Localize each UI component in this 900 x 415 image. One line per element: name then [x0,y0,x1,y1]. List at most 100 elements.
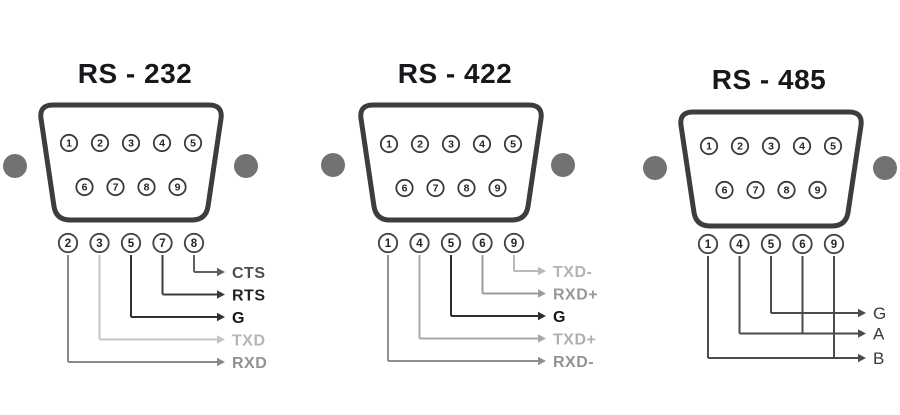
breakout-pin-number: 5 [128,238,135,250]
signal-label: G [232,310,245,327]
connector-pin [90,133,110,153]
screw-hole [873,156,897,180]
connector-pin-number: 2 [417,139,423,151]
connector-pin [715,180,734,200]
wire-arrow-icon [858,308,866,318]
connector-pin-number: 8 [464,183,470,195]
db9-connector-outline [678,109,864,229]
breakout-pin [152,232,173,254]
db9-connector-outline [38,102,224,223]
connector-pin [379,134,399,154]
connector-pin-number: 4 [479,139,485,151]
screw-hole [321,153,345,177]
breakout-pin [760,233,782,255]
wire-arrow-icon [538,289,546,298]
connector-pin-number: 6 [722,185,728,197]
connector-pin-number: 8 [144,182,150,194]
connector-pin [106,177,125,197]
breakout-pin [823,233,845,255]
breakout-pin [120,232,142,254]
connector-pin [472,134,492,154]
connector-pin [730,136,750,156]
connector-pin-number: 8 [784,185,790,197]
breakout-pin [440,232,462,254]
wire-arrow-icon [217,267,225,277]
connector-pin [808,180,827,200]
connector-pin-number: 3 [448,139,454,151]
signal-label: RTS [232,287,266,304]
connector-pin-number: 5 [510,139,516,151]
connector-pin [488,178,507,198]
breakout-pin [697,233,719,255]
breakout-pin-number: 5 [448,238,455,250]
breakout-pin-number: 9 [831,239,837,251]
signal-label: TXD [232,332,266,349]
panel-title-rs232: RS - 232 [77,58,193,89]
connector-pin-number: 5 [830,141,836,153]
connector-pin-number: 2 [97,138,103,150]
breakout-pin [409,232,430,254]
signal-label: B [873,349,885,368]
connector-pin [152,133,172,153]
signal-label: A [873,325,885,344]
panel-title-rs485: RS - 485 [711,64,827,95]
connector-pin-number: 9 [815,185,821,197]
connector-pin-number: 3 [128,138,134,150]
panel-title-rs422: RS - 422 [397,58,513,89]
breakout-pin [183,232,205,254]
breakout-pin-number: 6 [799,239,805,251]
breakout-pin-number: 6 [479,238,485,250]
breakout-pin-number: 7 [159,238,165,250]
connector-pin-number: 3 [768,141,774,153]
breakout-pin-number: 3 [96,238,102,250]
connector-pin [441,134,461,154]
wire-arrow-icon [858,329,866,338]
connector-pin-number: 9 [175,182,181,194]
connector-pin [699,136,719,156]
breakout-pin-number: 4 [736,239,743,251]
connector-pin-number: 4 [159,138,165,150]
breakout-pin [472,232,493,254]
connector-pin [761,136,781,156]
connector-pin-number: 4 [799,141,805,153]
connector-pin [503,134,523,154]
screw-hole [234,154,258,178]
connector-pin [121,133,141,153]
breakout-pin-number: 2 [65,238,71,250]
connector-pin [59,133,79,153]
connector-pin [183,133,203,153]
breakout-pin-number: 9 [511,238,517,250]
connector-pin [777,180,796,200]
signal-label: G [873,304,887,323]
connector-pin-number: 6 [402,183,408,195]
connector-pin [75,177,94,197]
signal-label: RXD+ [553,286,598,303]
connector-pin [395,178,414,198]
breakout-pin-number: 5 [768,239,775,251]
db9-connector-outline [358,102,544,223]
connector-pin-number: 1 [706,141,712,153]
screw-hole [643,156,667,180]
connector-pin-number: 2 [737,141,743,153]
breakout-pin-number: 1 [705,239,712,251]
wire-arrow-icon [217,312,225,322]
wire-arrow-icon [538,266,546,276]
wire-arrow-icon [858,353,866,363]
breakout-pin [89,232,110,254]
connector-pin-number: 5 [190,138,196,150]
connector-pin-number: 9 [495,183,501,195]
signal-label: RXD- [553,354,594,371]
wire-arrow-icon [217,357,225,367]
connector-pin-number: 1 [66,138,72,150]
signal-label: TXD- [553,264,592,281]
connector-pin [137,177,156,197]
screw-hole [551,153,575,177]
screw-hole [3,154,27,178]
connector-pin-number: 7 [433,183,439,195]
signal-label: G [553,309,566,326]
connector-pin-number: 7 [753,185,759,197]
connector-pin [168,177,187,197]
wire-arrow-icon [217,290,225,299]
connector-pin [746,180,765,200]
